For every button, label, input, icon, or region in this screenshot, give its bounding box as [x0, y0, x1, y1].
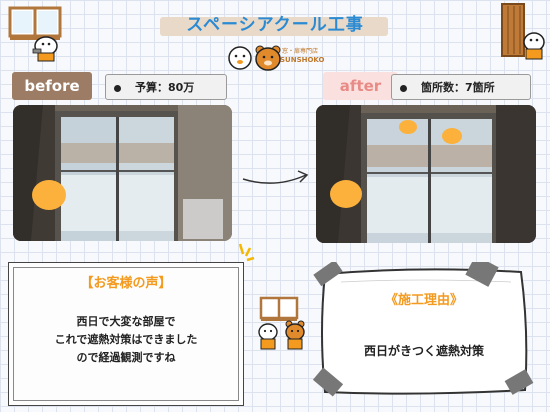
- bullet-icon: [114, 84, 121, 92]
- door-mascot-illustration: [501, 3, 545, 60]
- construction-reason-title: 《施工理由》: [384, 293, 463, 308]
- customer-voice-line: 西日で大変な部屋で: [76, 315, 176, 328]
- budget-info: 予算：80万: [105, 74, 227, 100]
- budget-text: 予算：80万: [135, 81, 195, 94]
- customer-voice-title: 【お客様の声】: [80, 276, 172, 291]
- window-mascot-illustration: [8, 6, 62, 62]
- after-label: after: [323, 72, 398, 100]
- privacy-mask-blob: [442, 128, 462, 144]
- customer-voice-line: これで遮熱対策はできました: [54, 333, 198, 346]
- page-title: スペーシアクール工事: [186, 15, 364, 35]
- construction-reason-text: 西日がきつく遮熱対策: [363, 344, 484, 358]
- before-label: before: [12, 72, 92, 100]
- privacy-mask-blob: [330, 180, 362, 208]
- after-photo: [316, 105, 536, 243]
- privacy-mask-blob: [399, 120, 417, 134]
- location-count-info: 箇所数：7箇所: [391, 74, 531, 100]
- sparkle-icon: [238, 243, 255, 262]
- privacy-mask-blob: [32, 180, 66, 210]
- customer-voice-inner-border: [13, 267, 239, 401]
- customer-voice-card: [8, 262, 244, 406]
- location-count-text: 箇所数：7箇所: [421, 81, 495, 94]
- logo-subtitle: 窓・扉専門店: [282, 48, 319, 55]
- before-photo: [13, 105, 232, 241]
- customer-voice-line: ので経過観測ですね: [76, 351, 176, 364]
- bullet-icon: [400, 84, 407, 92]
- logo-mascots-icon: [228, 45, 281, 71]
- construction-reason-card: [312, 262, 534, 397]
- logo-brand: SUNSHOKO: [280, 56, 325, 64]
- arrow-right-icon: [242, 170, 309, 184]
- title-band: [160, 17, 388, 36]
- window-mascots-illustration: [258, 296, 305, 350]
